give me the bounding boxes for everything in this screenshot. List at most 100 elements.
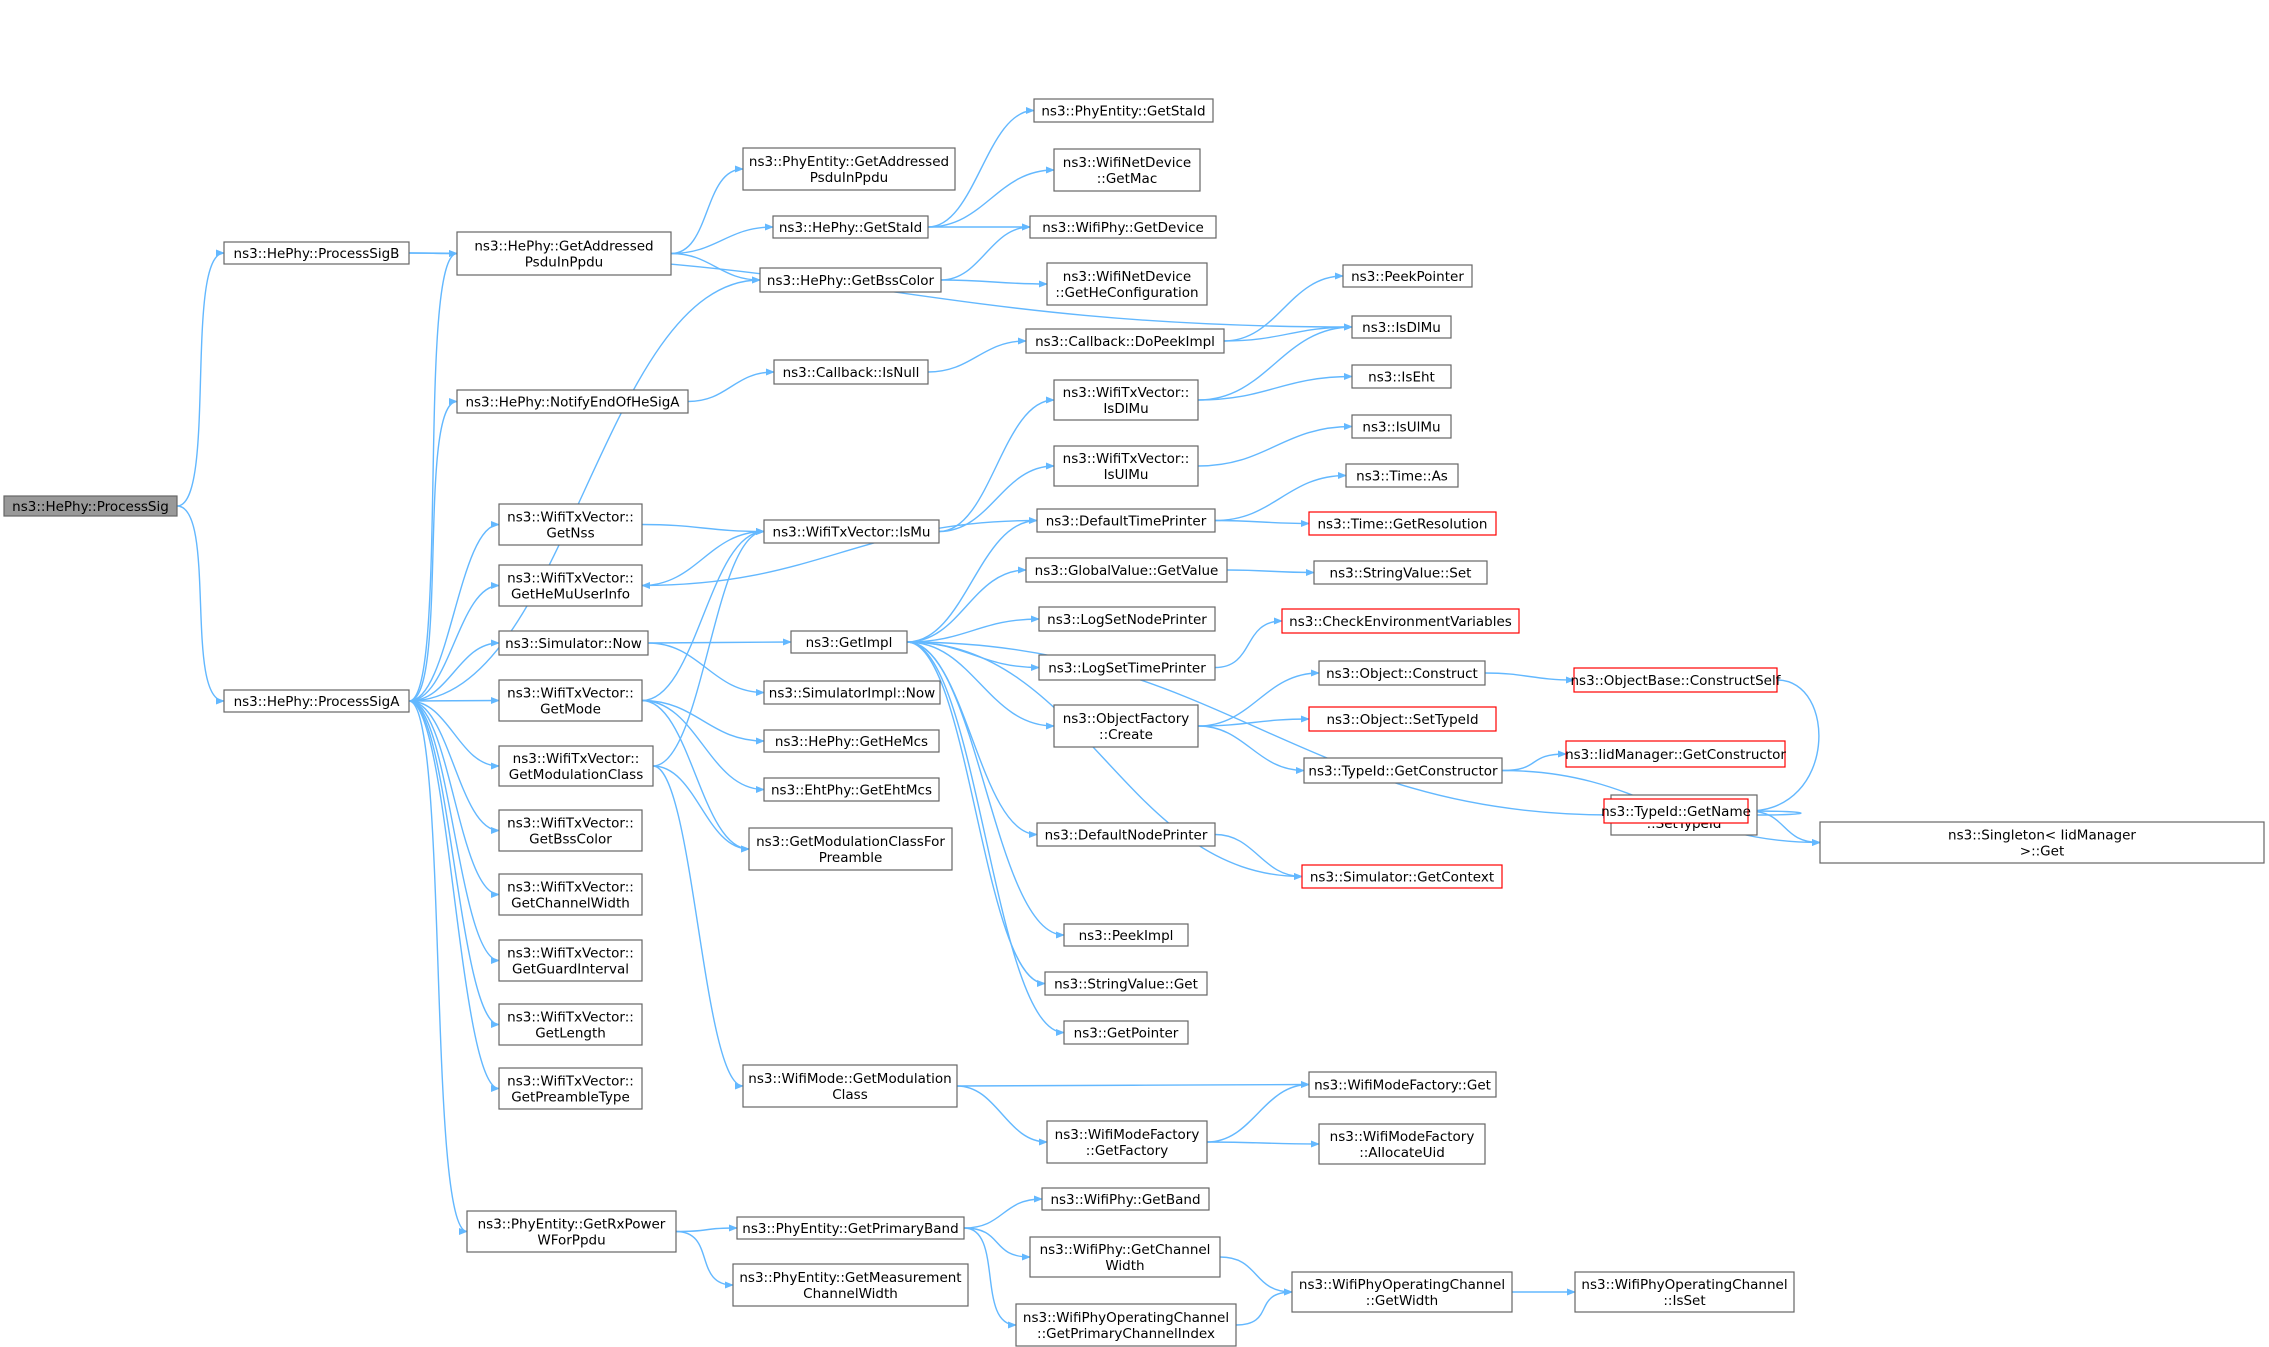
edge-path [906, 641, 1046, 988]
edge-getimpl-to-gvgetvalue [906, 566, 1027, 643]
node-ns3-wifitxvector-ismu[interactable]: ns3::WifiTxVector::IsMu [763, 519, 940, 544]
node-label: ns3::ObjectFactory [1063, 711, 1190, 727]
node-ns3-callback-isnull[interactable]: ns3::Callback::IsNull [773, 359, 929, 385]
node-ns3-time-as[interactable]: ns3::Time::As [1345, 463, 1459, 488]
edge-txgetmode-to-txismu [641, 527, 765, 702]
node-ns3-wifitxvector-isdlmu[interactable]: ns3::WifiTxVector::IsDlMu [1053, 379, 1199, 421]
node-ns3-phyentity-getmeasurementchannelwidth[interactable]: ns3::PhyEntity::GetMeasurementChannelWid… [732, 1263, 969, 1307]
node-ns3-iidmanager-getconstructor[interactable]: ns3::IidManager::GetConstructor [1565, 740, 1786, 768]
edge-processsiga-to-txgetlength [408, 700, 500, 1029]
edge-path [641, 527, 765, 702]
node-ns3-wifitxvector-getlength[interactable]: ns3::WifiTxVector::GetLength [498, 1003, 643, 1046]
node-ns3-logsetnodeprinter[interactable]: ns3::LogSetNodePrinter [1038, 606, 1216, 632]
node-label: ns3::StringValue::Set [1330, 566, 1472, 582]
node-ns3-wifiphy-getdevice[interactable]: ns3::WifiPhy::GetDevice [1029, 215, 1217, 239]
node-ns3-wifimodefactory-allocateuid[interactable]: ns3::WifiModeFactory::AllocateUid [1318, 1123, 1486, 1165]
edge-path [963, 1227, 1031, 1261]
node-ns3-stringvalue-set[interactable]: ns3::StringValue::Set [1313, 560, 1488, 585]
node-ns3-hephy-notifyendofhesiga[interactable]: ns3::HePhy::NotifyEndOfHeSigA [456, 389, 689, 414]
node-label: ns3::Callback::IsNull [783, 365, 920, 381]
node-label: ns3::LogSetTimePrinter [1048, 661, 1206, 677]
node-ns3-callback-dopeekimpl[interactable]: ns3::Callback::DoPeekImpl [1025, 328, 1225, 354]
edge-objconstruct-to-objbaseconstructself [1484, 672, 1575, 684]
node-ns3-peekimpl[interactable]: ns3::PeekImpl [1063, 923, 1189, 947]
node-ns3-simulator-getcontext[interactable]: ns3::Simulator::GetContext [1301, 864, 1503, 889]
node-ns3-wifitxvector-getchannelwidth[interactable]: ns3::WifiTxVector::GetChannelWidth [498, 873, 643, 916]
node-ns3-iseht[interactable]: ns3::IsEht [1351, 364, 1452, 389]
node-ns3-wifitxvector-isulmu[interactable]: ns3::WifiTxVector::IsUlMu [1053, 445, 1199, 487]
node-ns3-hephy-processsig[interactable]: ns3::HePhy::ProcessSig [3, 495, 178, 517]
node-ns3-wifitxvector-getmodulationclass[interactable]: ns3::WifiTxVector::GetModulationClass [498, 745, 654, 787]
node-ns3-wifitxvector-getmode[interactable]: ns3::WifiTxVector::GetMode [498, 679, 643, 722]
node-ns3-wifitxvector-gethemuuserinfo[interactable]: ns3::WifiTxVector::GetHeMuUserInfo [498, 564, 643, 607]
edge-path [408, 700, 500, 965]
node-ns3-phyentity-getstaid[interactable]: ns3::PhyEntity::GetStaId [1033, 98, 1214, 123]
node-ns3-singleton-iidmanager-get[interactable]: ns3::Singleton< IidManager>::Get [1819, 821, 2265, 864]
node-ns3-globalvalue-getvalue[interactable]: ns3::GlobalValue::GetValue [1025, 557, 1228, 583]
edge-path [652, 527, 765, 767]
node-ns3-wifimodefactory-get[interactable]: ns3::WifiModeFactory::Get [1308, 1071, 1497, 1098]
node-ns3-wifiphy-getchannelwidth[interactable]: ns3::WifiPhy::GetChannelWidth [1029, 1236, 1221, 1278]
node-ns3-defaulttimeprinter[interactable]: ns3::DefaultTimePrinter [1036, 508, 1216, 533]
node-ns3-wifitxvector-getbsscolor[interactable]: ns3::WifiTxVector::GetBssColor [498, 809, 643, 852]
node-label: ns3::TypeId::GetConstructor [1308, 764, 1498, 780]
node-ns3-isulmu[interactable]: ns3::IsUlMu [1351, 414, 1452, 439]
node-ns3-getpointer[interactable]: ns3::GetPointer [1063, 1020, 1189, 1045]
node-label: ns3::PhyEntity::GetPrimaryBand [742, 1221, 958, 1237]
node-ns3-object-construct[interactable]: ns3::Object::Construct [1318, 660, 1486, 686]
node-box [1036, 508, 1216, 533]
node-ns3-wifinetdevice-getmac[interactable]: ns3::WifiNetDevice::GetMac [1053, 148, 1201, 192]
edge-cbdopeekimpl-to-isdlmu [1223, 323, 1353, 342]
node-ns3-hephy-getstaid[interactable]: ns3::HePhy::GetStaId [772, 215, 929, 239]
node-ns3-typeid-getconstructor[interactable]: ns3::TypeId::GetConstructor [1303, 757, 1503, 784]
node-ns3-isdlmu[interactable]: ns3::IsDlMu [1351, 315, 1452, 339]
node-ns3-stringvalue-get[interactable]: ns3::StringValue::Get [1044, 971, 1208, 996]
node-ns3-hephy-processsigb[interactable]: ns3::HePhy::ProcessSigB [223, 241, 410, 265]
edge-txgetmodclass-to-getmodclassforpreamble [652, 765, 750, 853]
node-ns3-simulator-now[interactable]: ns3::Simulator::Now [498, 630, 649, 656]
node-label: ns3::DefaultNodePrinter [1045, 828, 1208, 844]
node-ns3-logsettimeprinter[interactable]: ns3::LogSetTimePrinter [1038, 654, 1216, 681]
node-ns3-wifitxvector-getpreambletype[interactable]: ns3::WifiTxVector::GetPreambleType [498, 1067, 643, 1110]
node-ns3-wifitxvector-getguardinterval[interactable]: ns3::WifiTxVector::GetGuardInterval [498, 939, 643, 982]
node-ns3-wifitxvector-getnss[interactable]: ns3::WifiTxVector::GetNss [498, 503, 643, 546]
node-ns3-getimpl[interactable]: ns3::GetImpl [790, 630, 908, 654]
node-label: ns3::Simulator::Now [505, 636, 642, 652]
node-ns3-hephy-processsiga[interactable]: ns3::HePhy::ProcessSigA [223, 689, 410, 713]
node-ns3-wifiphyoperatingchannel-isset[interactable]: ns3::WifiPhyOperatingChannel::IsSet [1574, 1271, 1795, 1313]
edge-pegetrxpower-to-pegetprimaryband [675, 1224, 738, 1233]
node-ns3-wifinetdevice-getheconfiguration[interactable]: ns3::WifiNetDevice::GetHeConfiguration [1046, 262, 1208, 306]
node-ns3-wifiphyoperatingchannel-getprimarychannelindex[interactable]: ns3::WifiPhyOperatingChannel::GetPrimary… [1015, 1303, 1237, 1347]
node-ns3-wifimodefactory-getfactory[interactable]: ns3::WifiModeFactory::GetFactory [1046, 1120, 1208, 1164]
node-ns3-checkenvironmentvariables[interactable]: ns3::CheckEnvironmentVariables [1281, 608, 1520, 634]
node-ns3-simulatorimpl-now[interactable]: ns3::SimulatorImpl::Now [763, 680, 941, 705]
node-ns3-hephy-getbsscolor[interactable]: ns3::HePhy::GetBssColor [759, 267, 942, 293]
edge-path [1206, 1140, 1320, 1148]
node-ns3-peekpointer[interactable]: ns3::PeekPointer [1342, 264, 1473, 288]
node-ns3-ehtphy-getehtmcs[interactable]: ns3::EhtPhy::GetEhtMcs [763, 777, 940, 802]
node-label: ns3::PhyEntity::GetStaId [1041, 104, 1205, 120]
node-ns3-time-getresolution[interactable]: ns3::Time::GetResolution [1308, 511, 1497, 536]
node-box [1345, 463, 1459, 488]
node-label: Preamble [819, 850, 883, 866]
edge-txgethemuuserinfo-to-txismu [641, 527, 765, 587]
node-label: ::GetFactory [1086, 1143, 1168, 1159]
node-ns3-phyentity-getprimaryband[interactable]: ns3::PhyEntity::GetPrimaryBand [736, 1216, 965, 1240]
node-ns3-hephy-gethemcs[interactable]: ns3::HePhy::GetHeMcs [763, 729, 940, 753]
node-ns3-defaultnodeprinter[interactable]: ns3::DefaultNodePrinter [1036, 822, 1216, 847]
node-ns3-wifiphyoperatingchannel-getwidth[interactable]: ns3::WifiPhyOperatingChannel::GetWidth [1291, 1271, 1513, 1313]
node-ns3-objectbase-constructself[interactable]: ns3::ObjectBase::ConstructSelf [1571, 667, 1782, 693]
node-ns3-wifimode-getmodulationclass[interactable]: ns3::WifiMode::GetModulationClass [742, 1064, 958, 1108]
node-ns3-objectfactory-create[interactable]: ns3::ObjectFactory::Create [1053, 704, 1199, 748]
node-ns3-wifiphy-getband[interactable]: ns3::WifiPhy::GetBand [1041, 1187, 1210, 1211]
edge-path [927, 106, 1035, 228]
node-ns3-typeid-getname[interactable]: ns3::TypeId::GetName [1601, 798, 1751, 824]
node-label: ns3::HePhy::GetStaId [779, 220, 922, 236]
node-box [498, 873, 643, 916]
node-ns3-object-settypeid[interactable]: ns3::Object::SetTypeId [1308, 706, 1497, 732]
